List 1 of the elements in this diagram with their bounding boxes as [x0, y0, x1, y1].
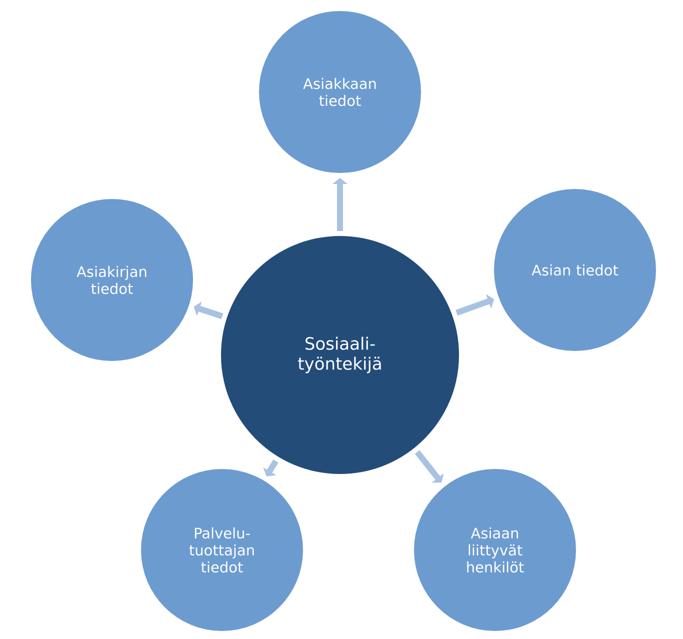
arrow [414, 450, 444, 483]
